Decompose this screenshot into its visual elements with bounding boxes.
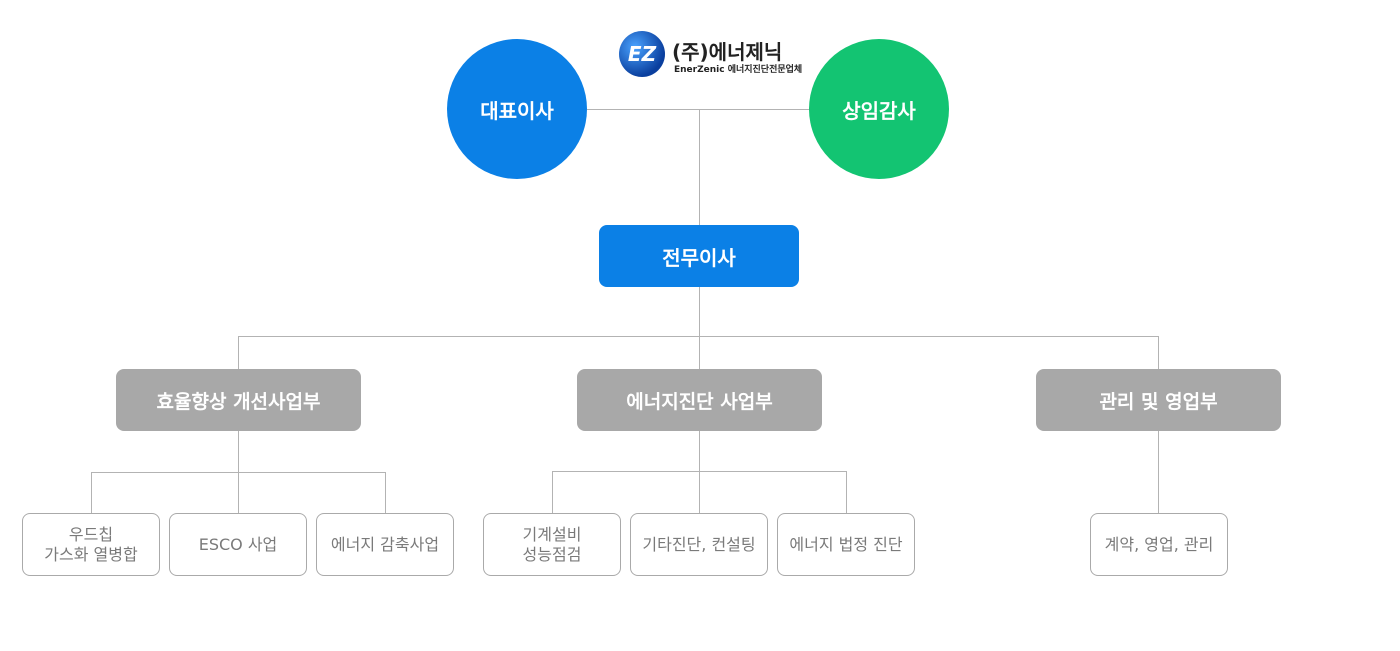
task-legal-diagnosis: 에너지 법정 진단 (777, 513, 915, 576)
ceo-label: 대표이사 (480, 98, 554, 123)
task-energy-reduction: 에너지 감축사업 (316, 513, 454, 576)
connector-task2-1 (552, 471, 553, 513)
task-label: 우드칩 가스화 열병합 (44, 524, 138, 564)
task-label: 기계설비 성능점검 (522, 524, 582, 564)
connector-dept3-down (1158, 431, 1159, 513)
connector-task2-3 (846, 471, 847, 513)
task-label: 계약, 영업, 관리 (1104, 534, 1214, 554)
connector-dept2-down (699, 431, 700, 513)
department-management-sales: 관리 및 영업부 (1036, 369, 1281, 431)
enerzenic-logo-icon: EZ (619, 31, 665, 77)
connector-exec-down (699, 287, 700, 369)
department-efficiency: 효율향상 개선사업부 (116, 369, 361, 431)
connector-dept2-bus (552, 471, 847, 472)
connector-dept-bus (238, 336, 1159, 337)
company-name: (주)에너제닉 (672, 40, 783, 64)
department-energy-diagnosis: 에너지진단 사업부 (577, 369, 822, 431)
task-other-consulting: 기타진단, 컨설팅 (630, 513, 768, 576)
department-label: 관리 및 영업부 (1099, 390, 1218, 413)
task-esco: ESCO 사업 (169, 513, 307, 576)
connector-task1-3 (385, 472, 386, 513)
connector-dept1-bus (91, 472, 386, 473)
connector-ceo-auditor (587, 109, 810, 110)
connector-center-trunk (699, 109, 700, 225)
task-label: ESCO 사업 (198, 534, 278, 554)
managing-director-label: 전무이사 (662, 245, 736, 270)
logo-badge-text: EZ (627, 42, 657, 66)
company-subtitle: EnerZenic 에너지진단전문업체 (674, 65, 803, 75)
connector-dept3-up (1158, 336, 1159, 369)
auditor-node: 상임감사 (809, 39, 949, 179)
task-label: 기타진단, 컨설팅 (642, 534, 756, 554)
managing-director-node: 전무이사 (599, 225, 799, 287)
task-contract-sales-management: 계약, 영업, 관리 (1090, 513, 1228, 576)
connector-dept1-up (238, 336, 239, 369)
auditor-label: 상임감사 (842, 98, 916, 123)
ceo-node: 대표이사 (447, 39, 587, 179)
department-label: 효율향상 개선사업부 (156, 390, 321, 413)
connector-task1-1 (91, 472, 92, 513)
department-label: 에너지진단 사업부 (626, 390, 773, 413)
task-label: 에너지 법정 진단 (789, 534, 903, 554)
task-woodchip-cogeneration: 우드칩 가스화 열병합 (22, 513, 160, 576)
task-label: 에너지 감축사업 (330, 534, 440, 554)
task-mechanical-inspection: 기계설비 성능점검 (483, 513, 621, 576)
